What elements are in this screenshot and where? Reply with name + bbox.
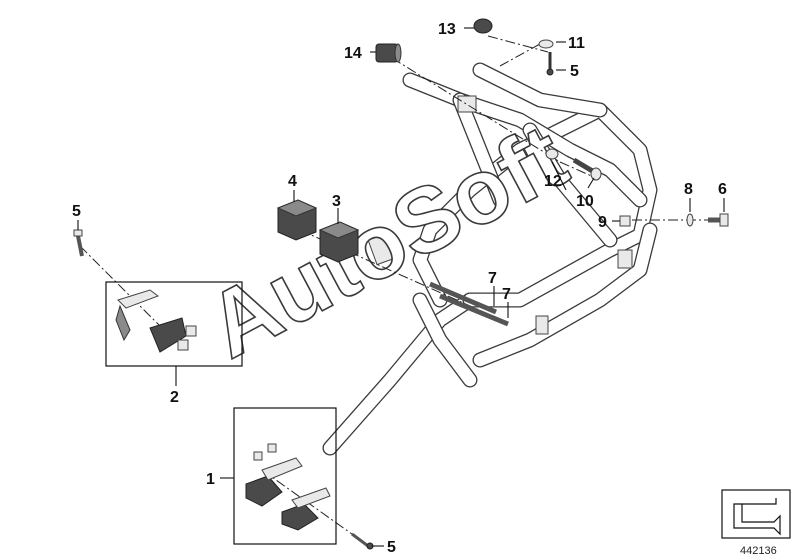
part-8-washer <box>686 213 694 227</box>
callout-12: 12 <box>544 173 562 190</box>
part-3-clamp <box>318 221 360 263</box>
callout-9: 9 <box>598 214 607 231</box>
part-5-screw-bottom <box>351 532 374 550</box>
callout-10: 10 <box>576 193 594 210</box>
callout-5-left: 5 <box>72 203 81 220</box>
callout-14: 14 <box>344 45 362 62</box>
callouts: 14 13 11 5 4 3 12 10 9 8 6 7 7 5 2 1 5 <box>72 21 727 556</box>
callout-3: 3 <box>332 193 341 210</box>
part-11-washer <box>538 39 554 49</box>
kit-box-2 <box>105 281 243 367</box>
callout-2: 2 <box>170 389 179 406</box>
leader-lines <box>77 27 725 547</box>
callout-11: 11 <box>568 35 585 52</box>
part-12-washer <box>545 148 559 160</box>
callout-5-bottom: 5 <box>387 539 396 556</box>
callout-13: 13 <box>438 21 456 38</box>
callout-6: 6 <box>718 181 727 198</box>
part-13-knob <box>473 18 493 34</box>
carrier-frame <box>322 62 658 456</box>
part-6-bolt <box>708 213 729 227</box>
callout-1: 1 <box>206 471 215 488</box>
callout-8: 8 <box>684 181 693 198</box>
part-10-bolt <box>572 157 602 181</box>
callout-7b: 7 <box>502 286 511 303</box>
arrow-navigation-icon <box>721 489 791 539</box>
part-9-nut <box>619 215 631 227</box>
document-number: 442136 <box>740 545 777 557</box>
part-4-clamp <box>276 199 318 241</box>
part-14-rubber-cap <box>375 43 402 63</box>
part-5-screw-top <box>546 52 554 76</box>
part-7-bolts <box>429 281 509 327</box>
part-5-screw-left <box>73 229 84 257</box>
callout-5-top: 5 <box>570 63 579 80</box>
callout-4: 4 <box>288 173 297 190</box>
kit-box-1 <box>233 407 337 545</box>
callout-7a: 7 <box>488 270 497 287</box>
